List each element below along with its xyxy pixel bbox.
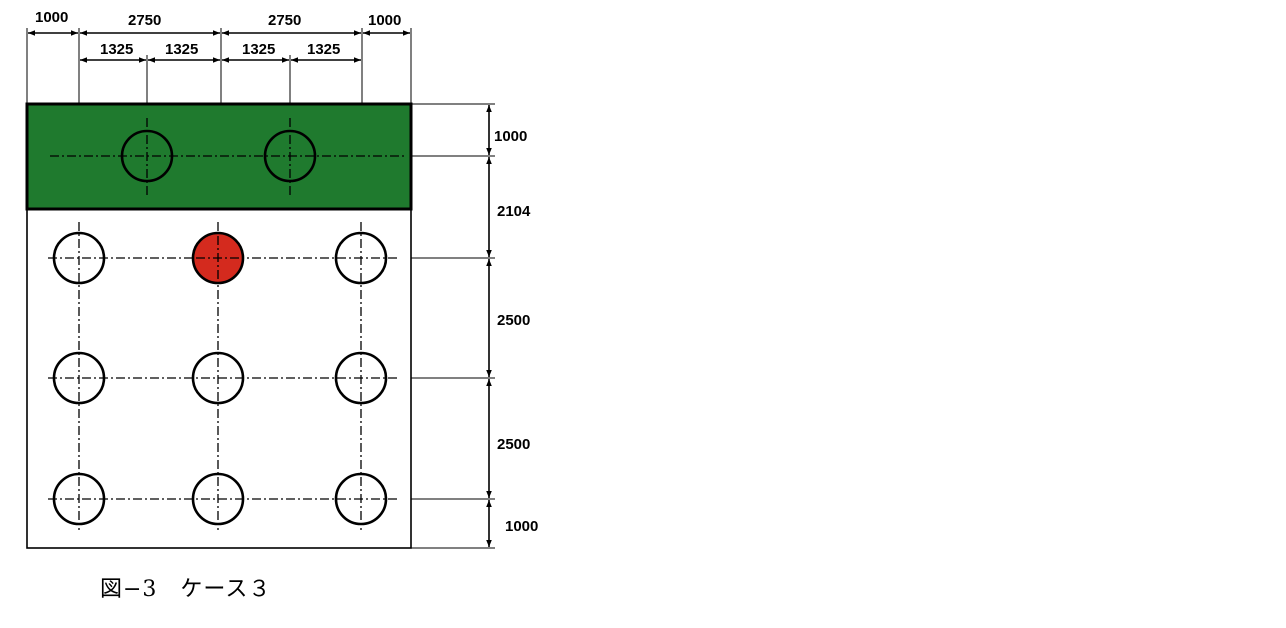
footing-pile-left	[120, 129, 174, 183]
dim-label-right-2: 2104	[497, 203, 531, 220]
dim-label-right-3: 2500	[497, 312, 530, 329]
right-extension-lines	[411, 103, 495, 549]
pile-r3-c3	[334, 472, 388, 526]
dim-label-sub-1: 1325	[100, 41, 133, 58]
top-dimension-row-sub: 1325 1325 1325 1325	[80, 41, 361, 63]
dim-label-right-4: 2500	[497, 436, 530, 453]
right-dimensions: 1000 2104 2500 2500 1000	[486, 105, 538, 547]
dim-label-right-5: 1000	[505, 518, 538, 535]
dim-label-sub-3: 1325	[242, 41, 275, 58]
figure-caption: 図−3 ケース３	[100, 577, 271, 602]
pile-r2-c1	[52, 351, 106, 405]
dim-label-top-3: 2750	[268, 12, 301, 29]
dim-label-sub-2: 1325	[165, 41, 198, 58]
pile-r3-c1	[52, 472, 106, 526]
pile-r2-c2	[191, 351, 245, 405]
pile-r2-c3	[334, 351, 388, 405]
dim-label-sub-4: 1325	[307, 41, 340, 58]
top-extension-lines	[26, 28, 412, 104]
pile-r1-c3	[334, 231, 388, 285]
footing-piles	[50, 118, 405, 195]
pile-r3-c2	[191, 472, 245, 526]
top-dimension-row-overall: 1000 2750 2750 1000	[28, 9, 410, 36]
dim-label-top-1: 1000	[35, 9, 68, 26]
grid-piles	[52, 231, 388, 526]
dim-label-top-4: 1000	[368, 12, 401, 29]
pile-r1-c1	[52, 231, 106, 285]
dim-label-top-2: 2750	[128, 12, 161, 29]
dim-label-right-1: 1000	[494, 128, 527, 145]
footing-pile-right	[263, 129, 317, 183]
